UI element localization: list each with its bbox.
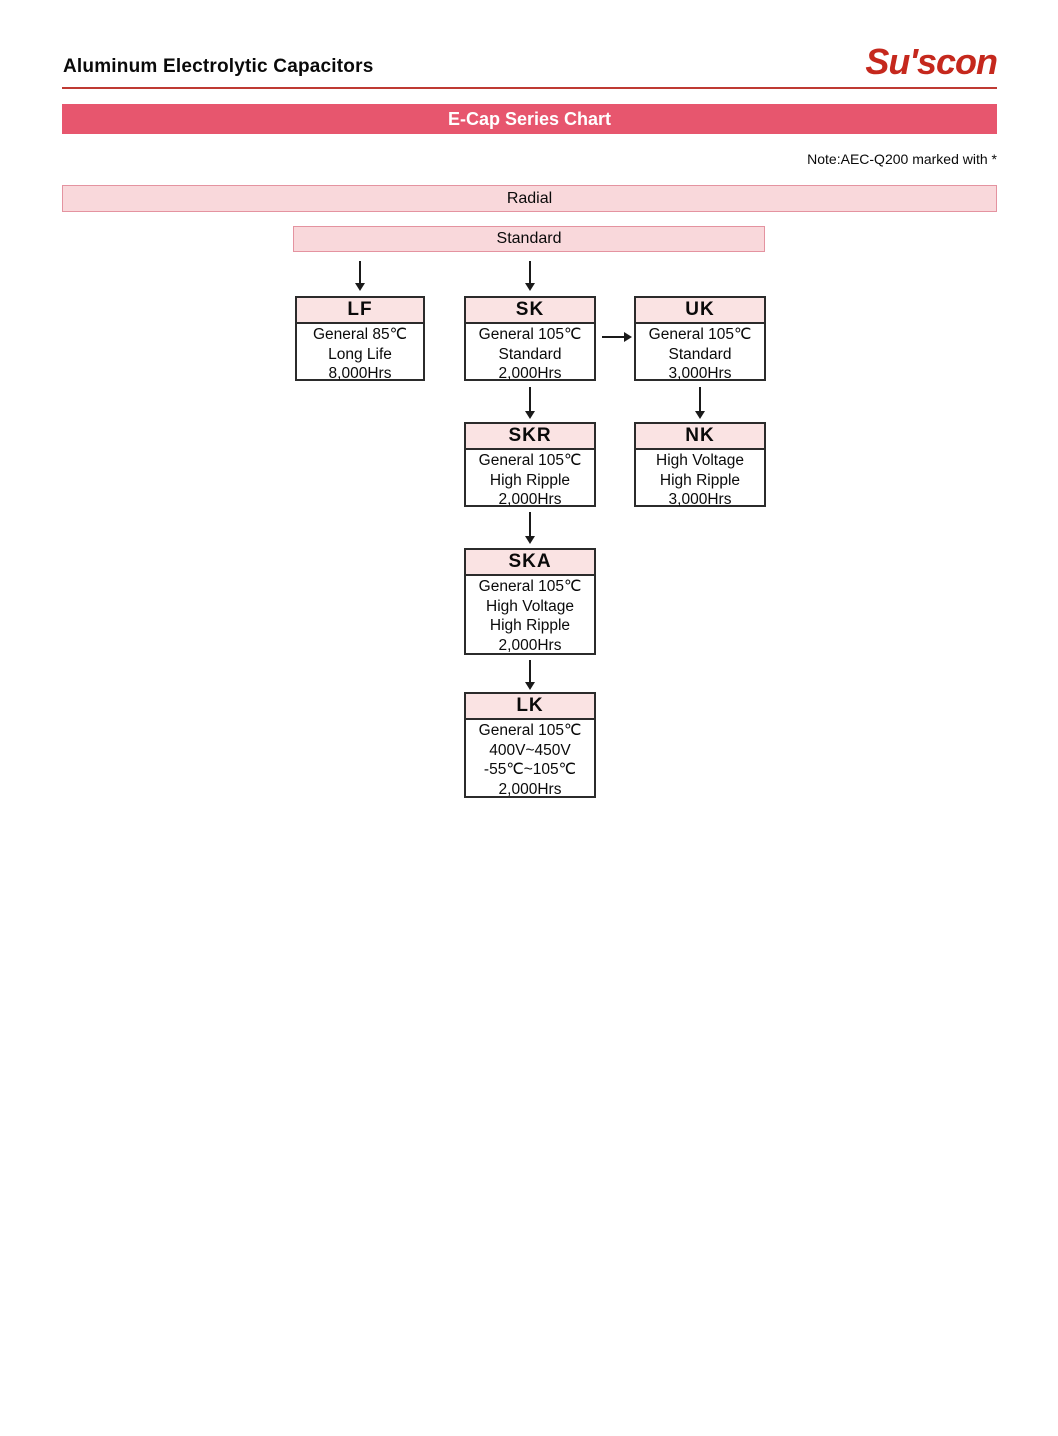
series-attr: General 105℃ xyxy=(478,722,582,739)
series-attr: High Ripple xyxy=(659,471,741,489)
series-attr: High Ripple xyxy=(489,471,571,489)
series-attr: Long Life xyxy=(328,345,392,363)
series-attr: High Voltage xyxy=(656,452,744,469)
series-box-uk: UK General 105℃ Standard 3,000Hrs xyxy=(634,296,766,382)
series-box-sk: SK General 105℃ Standard 2,000Hrs xyxy=(464,296,596,382)
series-name: LK xyxy=(466,694,594,720)
series-box-ska: SKA General 105℃ High Voltage High Rippl… xyxy=(464,548,596,655)
header-divider xyxy=(62,87,997,89)
series-name: LF xyxy=(297,298,423,324)
series-attr: High Voltage xyxy=(486,597,574,615)
series-box-skr: SKR General 105℃ High Ripple 2,000Hrs xyxy=(464,422,596,508)
flow-arrow-down-skr-to-ska xyxy=(529,512,531,536)
series-box-nk: NK High Voltage High Ripple 3,000Hrs xyxy=(634,422,766,508)
series-attr: 8,000Hrs xyxy=(328,365,392,382)
flow-arrow-down-standard-to-lf xyxy=(359,261,361,283)
series-attr: 2,000Hrs xyxy=(498,365,562,382)
series-attr: General 105℃ xyxy=(648,326,752,343)
series-name: SKA xyxy=(466,550,594,576)
flow-arrow-right-sk-to-uk xyxy=(602,336,624,338)
series-attr: Standard xyxy=(498,345,562,363)
section-title-banner: E-Cap Series Chart xyxy=(62,104,997,134)
radial-banner: Radial xyxy=(62,185,997,212)
flow-arrow-down-uk-to-nk xyxy=(699,387,701,411)
brand-logo: Su'scon xyxy=(865,41,998,82)
flow-arrow-down-standard-to-sk xyxy=(529,261,531,283)
series-attr: General 105℃ xyxy=(478,578,582,595)
series-box-lk: LK General 105℃ 400V~450V -55℃~105℃ 2,00… xyxy=(464,692,596,798)
series-attr: 3,000Hrs xyxy=(668,491,732,508)
standard-banner: Standard xyxy=(293,226,765,252)
series-name: NK xyxy=(636,424,764,450)
flow-arrow-down-ska-to-lk xyxy=(529,660,531,682)
series-attr: 3,000Hrs xyxy=(668,365,732,382)
series-attr: 2,000Hrs xyxy=(498,780,562,798)
series-attr: 2,000Hrs xyxy=(498,636,562,654)
series-attr: High Ripple xyxy=(489,617,571,634)
series-name: SK xyxy=(466,298,594,324)
series-attr: General 105℃ xyxy=(478,326,582,343)
series-attr: 400V~450V xyxy=(489,741,571,759)
series-attr: -55℃~105℃ xyxy=(483,761,577,778)
page-title: Aluminum Electrolytic Capacitors xyxy=(63,56,374,77)
flow-arrow-down-sk-to-skr xyxy=(529,387,531,411)
series-attr: 2,000Hrs xyxy=(498,491,562,508)
series-attr: Standard xyxy=(668,345,732,363)
series-box-lf: LF General 85℃ Long Life 8,000Hrs xyxy=(295,296,425,382)
note-text: Note:AEC-Q200 marked with * xyxy=(807,151,997,167)
series-attr: General 85℃ xyxy=(312,326,408,343)
series-name: UK xyxy=(636,298,764,324)
series-name: SKR xyxy=(466,424,594,450)
series-attr: General 105℃ xyxy=(478,452,582,469)
